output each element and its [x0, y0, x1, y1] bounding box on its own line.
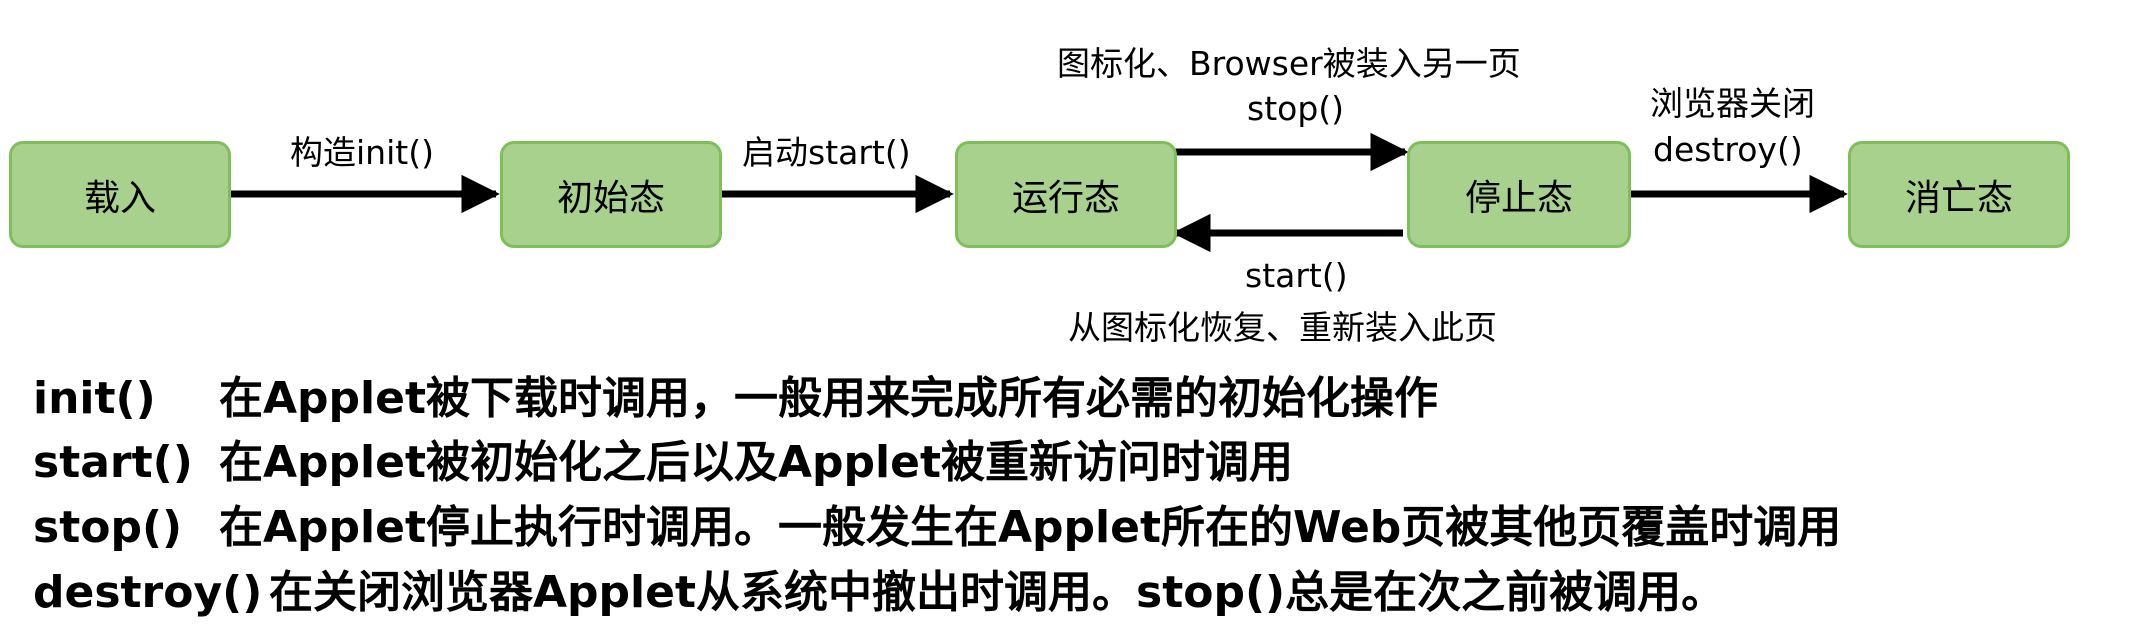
- method-name-init: init(): [33, 373, 156, 424]
- method-desc-stop: 在Applet停止执行时调用。一般发生在Applet所在的Web页被其他页覆盖时…: [219, 502, 1842, 553]
- state-load-label: 载入: [83, 177, 156, 219]
- state-init-label: 初始态: [556, 177, 665, 219]
- method-desc-destroy: 在关闭浏览器Applet从系统中撤出时调用。stop()总是在次之前被调用。: [269, 567, 1726, 618]
- state-running-label: 运行态: [1011, 177, 1120, 219]
- method-row-stop: stop()在Applet停止执行时调用。一般发生在Applet所在的Web页被…: [33, 506, 1841, 550]
- label-stopped-to-dead-2: destroy(): [1653, 130, 1803, 169]
- state-dead: 消亡态: [1848, 141, 2070, 248]
- method-desc-init: 在Applet被下载时调用，一般用来完成所有必需的初始化操作: [219, 373, 1438, 424]
- state-stopped: 停止态: [1407, 141, 1631, 248]
- method-name-stop: stop(): [33, 502, 183, 553]
- state-dead-label: 消亡态: [1904, 177, 2013, 219]
- label-stopped-to-running-1: start(): [1245, 256, 1348, 295]
- method-row-destroy: destroy()在关闭浏览器Applet从系统中撤出时调用。stop()总是在…: [33, 571, 1725, 615]
- state-init: 初始态: [500, 141, 722, 248]
- label-init-to-running: 启动start(): [742, 133, 911, 172]
- method-name-destroy: destroy(): [33, 567, 263, 618]
- label-stopped-to-dead-1: 浏览器关闭: [1650, 84, 1815, 123]
- label-running-to-stopped-2: stop(): [1247, 89, 1345, 128]
- state-stopped-label: 停止态: [1464, 177, 1573, 219]
- label-running-to-stopped-1: 图标化、Browser被装入另一页: [1057, 44, 1521, 83]
- label-load-to-init: 构造init(): [290, 133, 434, 172]
- method-name-start: start(): [33, 437, 193, 488]
- method-row-start: start()在Applet被初始化之后以及Applet被重新访问时调用: [33, 441, 1293, 485]
- state-load: 载入: [9, 141, 231, 248]
- method-row-init: init()在Applet被下载时调用，一般用来完成所有必需的初始化操作: [33, 377, 1438, 421]
- method-desc-start: 在Applet被初始化之后以及Applet被重新访问时调用: [219, 437, 1294, 488]
- state-running: 运行态: [955, 141, 1177, 248]
- label-stopped-to-running-2: 从图标化恢复、重新装入此页: [1068, 308, 1497, 347]
